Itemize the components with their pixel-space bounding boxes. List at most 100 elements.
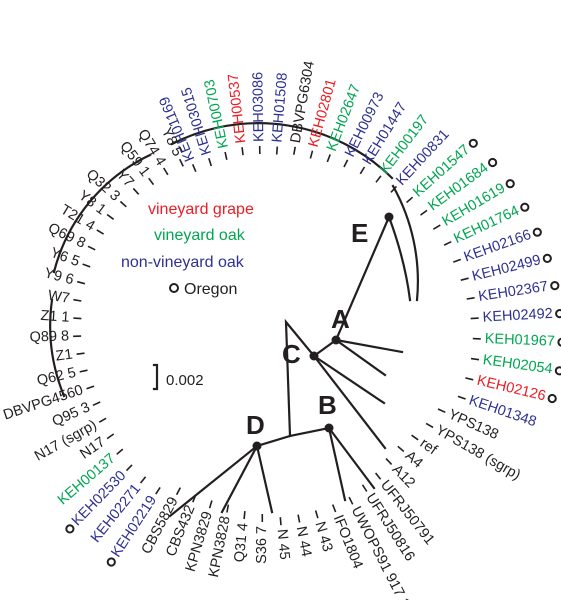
- leaf-tick: [98, 417, 107, 423]
- leaf-tick: [224, 151, 228, 160]
- leaf-label: KEH02492: [482, 306, 553, 326]
- leaf-label: KEH00537: [226, 73, 250, 145]
- leaf-tick: [375, 175, 382, 183]
- leaf-tick: [279, 517, 282, 526]
- leaf-tick: [178, 158, 184, 167]
- scale-bar-line: [152, 363, 159, 391]
- leaf-label: N 44: [293, 525, 314, 558]
- leaf-tick: [192, 494, 197, 503]
- branch-a-to-a4: [334, 338, 387, 377]
- leaf-label: KEH01967: [484, 331, 555, 350]
- oregon-marker: [106, 557, 116, 567]
- leaf-tick: [466, 297, 475, 300]
- leaf-tick: [139, 476, 147, 484]
- leaf-label: KEH02054: [482, 352, 554, 377]
- leaf-tick: [226, 504, 230, 513]
- clade-label-b: B: [318, 390, 337, 420]
- leaf-tick: [470, 317, 479, 320]
- leaf-tick: [96, 229, 105, 235]
- clade-label-a: A: [331, 304, 350, 334]
- legend-vineyard-grape: vineyard grape: [148, 201, 254, 218]
- oregon-marker: [65, 524, 75, 534]
- oregon-marker: [532, 227, 542, 237]
- leaf-tick: [343, 159, 349, 168]
- leaf-tick: [92, 401, 101, 407]
- leaf-tick: [86, 385, 95, 390]
- oregon-marker: [520, 202, 530, 212]
- oregon-marker: [468, 138, 478, 148]
- node-d-point: [252, 441, 262, 451]
- leaf-tick: [275, 146, 279, 155]
- branch-e-arc: [387, 215, 412, 302]
- oregon-marker: [550, 281, 560, 291]
- leaf-label: W7: [47, 288, 71, 307]
- leaf-tick: [425, 422, 434, 429]
- leaf-tick: [406, 196, 414, 204]
- oregon-marker: [554, 366, 561, 376]
- leaf-tick: [163, 167, 169, 176]
- leaf-tick: [465, 377, 474, 381]
- ring-arcs: [49, 122, 419, 398]
- leaf-tick: [331, 504, 337, 513]
- leaf-tick: [348, 496, 354, 505]
- leaf-tick: [309, 150, 314, 159]
- leaf-tick: [79, 369, 88, 373]
- oregon-markers: [65, 138, 561, 567]
- leaf-tick: [437, 408, 446, 414]
- leaf-tick: [87, 245, 96, 251]
- leaf-tick: [208, 158, 213, 167]
- leaf-tick: [385, 458, 393, 465]
- leaf-tick: [397, 445, 405, 453]
- branch-c-to-ufrj: [312, 354, 386, 405]
- node-points: [252, 212, 394, 451]
- leaf-tick: [420, 209, 428, 216]
- leaf-label: Q31 4: [232, 522, 252, 563]
- leaf-tick: [119, 200, 127, 208]
- scale-bar-label: 0.002: [166, 372, 204, 389]
- node-c-point: [309, 351, 319, 361]
- leaf-tick: [73, 298, 82, 302]
- leaf-label: KEH02367: [477, 279, 549, 305]
- oregon-marker: [542, 253, 552, 263]
- branch-d-to-keh: [168, 444, 259, 518]
- leaf-tick: [243, 511, 246, 520]
- leaf-label: N 43: [311, 520, 335, 554]
- leaf-label: N 45: [274, 528, 293, 560]
- leaf-tick: [457, 395, 466, 400]
- oregon-marker: [557, 337, 561, 347]
- leaf-tick: [443, 240, 452, 246]
- node-a-point: [331, 335, 341, 345]
- leaf-tick: [125, 464, 133, 472]
- leaf-tick: [374, 472, 382, 480]
- branch-root-to-c: [284, 318, 316, 438]
- leaf-tick: [453, 258, 462, 263]
- branch-b-to-ifo: [327, 426, 376, 490]
- leaf-tick: [470, 357, 480, 361]
- leaf-label: Y9 6: [42, 265, 75, 288]
- oregon-marker: [505, 179, 515, 189]
- leaf-tick: [155, 486, 161, 495]
- leaf-label: KEH03086: [250, 72, 267, 142]
- clade-label-c: C: [282, 339, 301, 369]
- leaf-ticks: [73, 145, 481, 526]
- clade-label-d: D: [246, 410, 265, 440]
- legend-oregon: Oregon: [184, 281, 237, 298]
- leaf-tick: [132, 187, 140, 195]
- branch-a-to-ref: [334, 338, 404, 354]
- branch-d-to-kpn: [255, 444, 274, 514]
- node-e-point: [384, 212, 394, 222]
- leaf-tick: [460, 277, 469, 281]
- leaf-tick: [390, 185, 397, 193]
- leaf-tick: [191, 163, 197, 173]
- node-b-point: [324, 423, 334, 433]
- branch-b-to-n: [327, 426, 347, 502]
- leaf-tick: [432, 224, 441, 230]
- leaf-tick: [76, 280, 86, 285]
- leaf-tick: [106, 213, 115, 220]
- leaf-tick: [293, 146, 296, 155]
- leaf-tick: [297, 514, 301, 523]
- oregon-marker: [488, 157, 498, 168]
- leaf-tick: [76, 352, 85, 355]
- leaf-label: Z1 1: [40, 308, 70, 326]
